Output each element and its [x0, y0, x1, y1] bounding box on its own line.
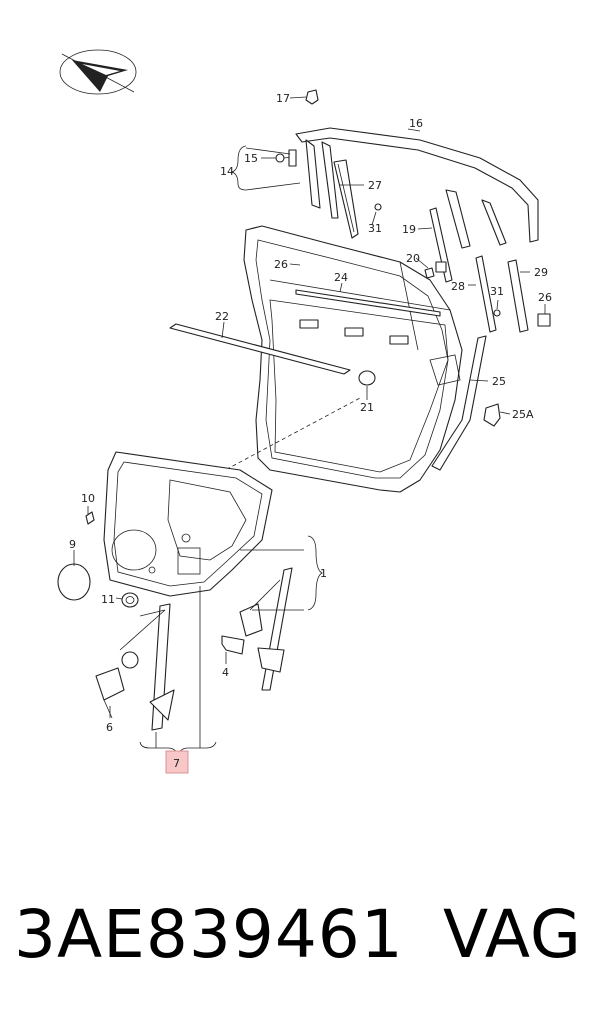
- grommet-11: [121, 592, 139, 608]
- bracket-25a: [483, 403, 501, 427]
- callout-28: 28: [451, 280, 465, 293]
- callout-14: 14: [220, 165, 234, 178]
- screw-20: [424, 261, 447, 279]
- callout-16: 16: [409, 117, 423, 130]
- plug-21: [358, 370, 376, 386]
- callout-7: 7: [173, 757, 180, 770]
- callout-29: 29: [534, 266, 548, 279]
- callout-31-upper: 31: [368, 222, 382, 235]
- callout-26-right: 26: [538, 291, 552, 304]
- screw-10: [85, 511, 95, 525]
- callout-15: 15: [244, 152, 258, 165]
- screw-31-right: [493, 309, 501, 317]
- callout-4: 4: [222, 666, 229, 679]
- callout-21: 21: [360, 401, 374, 414]
- callout-11: 11: [101, 593, 115, 606]
- seal-24: [295, 289, 441, 317]
- callout-6: 6: [106, 721, 113, 734]
- seal-25: [431, 335, 487, 471]
- screw-15: [275, 149, 297, 167]
- callout-31-right: 31: [490, 285, 504, 298]
- orientation-arrow-icon: [59, 49, 137, 95]
- callout-22: 22: [215, 310, 229, 323]
- screw-31-upper: [374, 203, 382, 211]
- seal-29: [475, 255, 529, 333]
- callout-19: 19: [402, 223, 416, 236]
- module-carrier-plate: [103, 451, 273, 597]
- window-frame-trim: [295, 127, 539, 249]
- callout-17: 17: [276, 92, 290, 105]
- callout-10: 10: [81, 492, 95, 505]
- clip-26-right: [537, 313, 551, 327]
- window-regulator-right: [239, 567, 293, 691]
- callout-27: 27: [368, 179, 382, 192]
- parts-diagram: 17 16 15 14 27 31 19 20 26 29 24 28 31 2…: [57, 49, 552, 774]
- callout-24: 24: [334, 271, 348, 284]
- brand-label: VAG: [443, 896, 583, 973]
- callout-1: 1: [320, 567, 327, 580]
- callout-25: 25: [492, 375, 506, 388]
- handle-4: [221, 635, 245, 655]
- callout-20: 20: [406, 252, 420, 265]
- callout-26-left: 26: [274, 258, 288, 271]
- part-number: 3AE839461: [14, 896, 404, 973]
- seal-22: [169, 323, 351, 375]
- clip-17: [305, 89, 319, 105]
- callout-25a: 25A: [512, 408, 534, 421]
- highlight-box: [165, 750, 189, 774]
- speaker-cover-9: [57, 563, 91, 601]
- trim-27: [333, 159, 359, 239]
- leader-lines: [73, 96, 546, 757]
- window-regulator-left: [95, 603, 175, 731]
- callout-9: 9: [69, 538, 76, 551]
